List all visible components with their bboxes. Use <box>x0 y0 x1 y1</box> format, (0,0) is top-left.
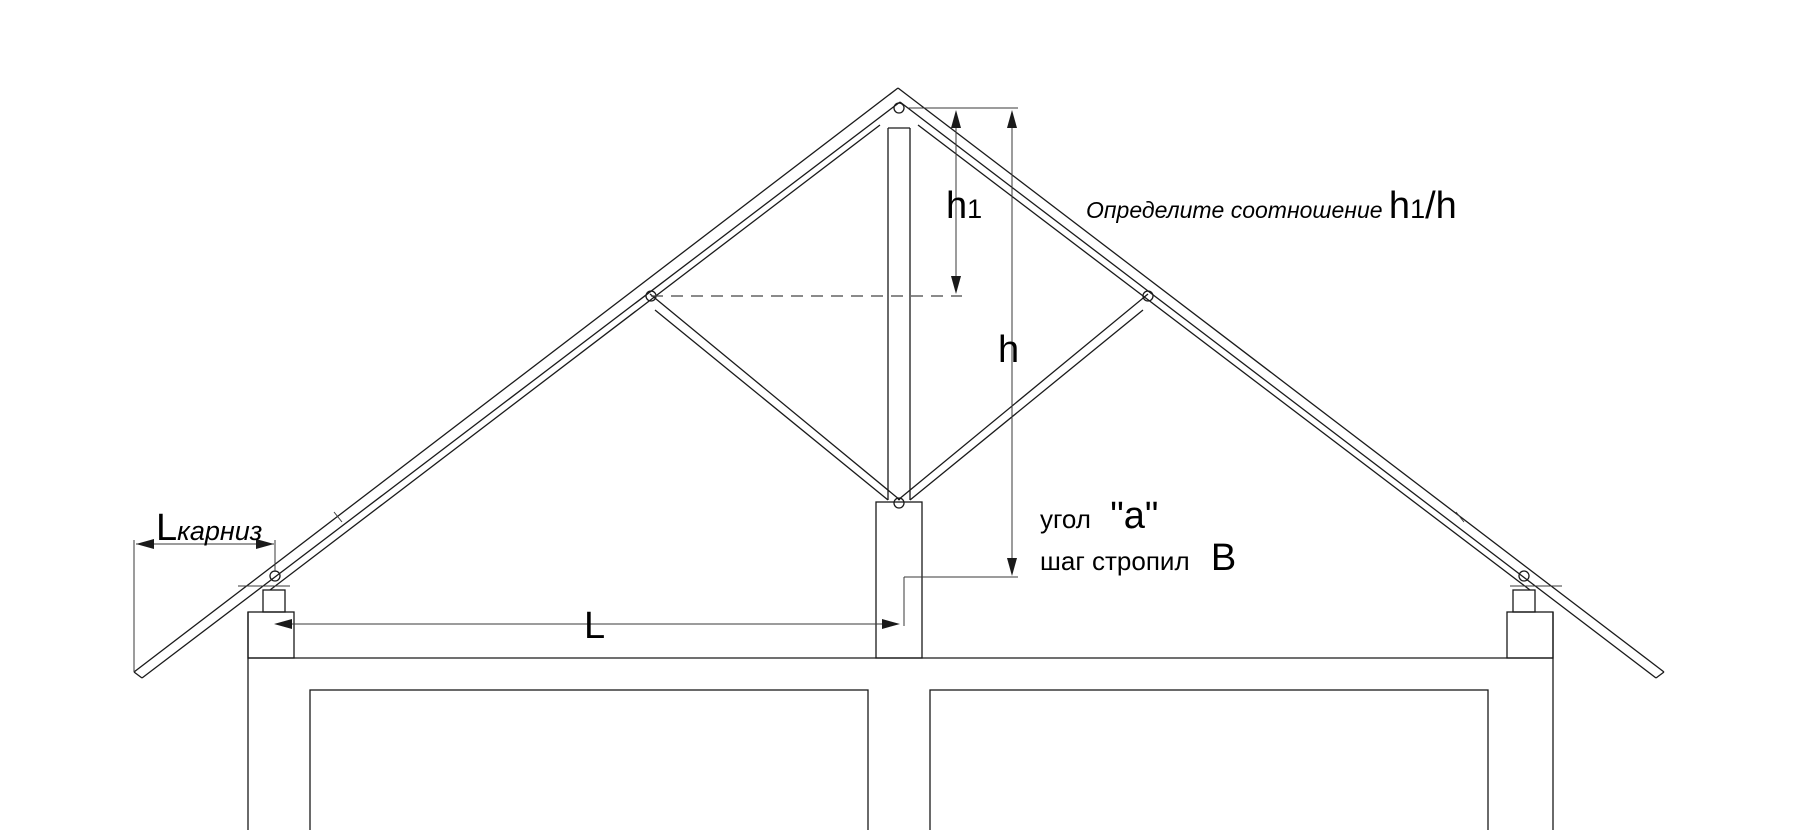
left-rafter-end <box>133 671 143 679</box>
angle-label: угол "a" <box>1040 495 1158 537</box>
L-eave-label-sub: карниз <box>177 516 262 546</box>
angle-prefix: угол <box>1040 504 1098 534</box>
left-opening <box>309 689 869 830</box>
right-strut-lower <box>909 309 1144 501</box>
h-arrow-bottom <box>1007 558 1017 576</box>
king-post-bottom-joint <box>893 497 905 509</box>
joints <box>269 102 1530 582</box>
question-slash-h: /h <box>1425 185 1457 227</box>
left-strut-lower <box>654 309 889 501</box>
L-eave-label: Lкарниз <box>156 507 262 549</box>
ridge-joint <box>893 102 905 114</box>
truss-members <box>649 127 1149 501</box>
right-support-block <box>1512 589 1536 613</box>
h1-label: h1 <box>946 185 982 227</box>
right-strut-upper <box>897 293 1149 501</box>
right-rafter-splice <box>1455 511 1465 523</box>
h1-arrow-bottom <box>951 276 961 294</box>
h1-label-main: h <box>946 185 967 227</box>
left-rafter-inner <box>269 124 881 591</box>
left-strut-upper <box>649 293 901 501</box>
L-arrow-left <box>274 619 292 629</box>
central-column <box>875 501 923 659</box>
L-eave-arrow-right <box>256 539 274 549</box>
right-support-joint <box>1518 570 1530 582</box>
right-support-post <box>1506 611 1554 659</box>
labels: Lкарниз L h1 h Определите соотношение h1… <box>156 185 1457 647</box>
rafter-pitch-label: шаг стропил B <box>1040 537 1236 579</box>
question-h1-sub: 1 <box>1410 194 1425 224</box>
question-text: Определите соотношение <box>1086 197 1389 223</box>
h1-arrow-top <box>951 110 961 128</box>
L-eave-label-main: L <box>156 507 177 549</box>
left-support-block <box>262 589 286 613</box>
L-span-label: L <box>584 605 605 647</box>
right-rafter-end <box>1655 671 1665 679</box>
right-opening <box>929 689 1489 830</box>
rafter-pitch-value: B <box>1211 537 1236 579</box>
question-label: Определите соотношение h1/h <box>1086 185 1457 227</box>
right-rafter-inner <box>917 124 1531 591</box>
rafter-pitch-prefix: шаг стропил <box>1040 546 1197 576</box>
L-arrow-right <box>882 619 900 629</box>
right-rafter-outer <box>897 87 1665 673</box>
question-h1-main: h <box>1389 185 1410 227</box>
left-rafter-outer <box>133 87 899 673</box>
left-support-joint <box>269 570 281 582</box>
h-label: h <box>998 329 1019 371</box>
right-rafter-middle <box>899 101 1657 679</box>
dimensions <box>133 107 1018 672</box>
right-strut-joint <box>1142 290 1154 302</box>
building <box>247 501 1554 830</box>
h1-label-sub: 1 <box>967 194 982 224</box>
left-support-post <box>247 611 295 659</box>
left-rafter-splice <box>333 511 343 523</box>
L-eave-arrow-left <box>136 539 154 549</box>
rafters <box>133 87 1665 679</box>
angle-value: "a" <box>1110 495 1158 537</box>
left-rafter-middle <box>141 101 901 679</box>
h-arrow-top <box>1007 110 1017 128</box>
